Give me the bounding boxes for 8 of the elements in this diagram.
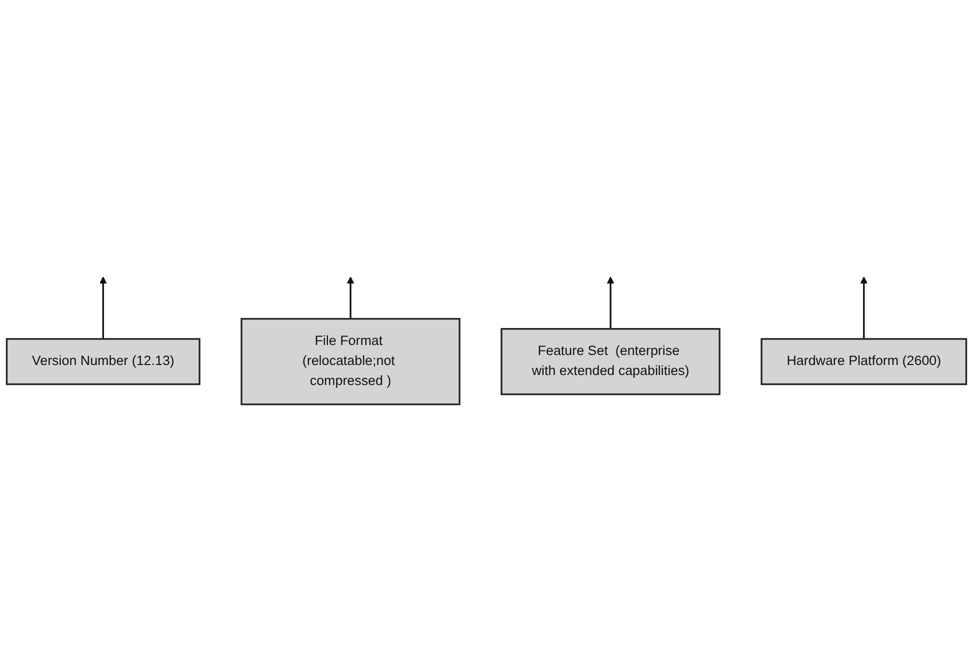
arrow	[99, 276, 107, 339]
node-box: Hardware Platform (2600)	[760, 338, 968, 386]
arrow	[346, 276, 354, 319]
node-box: Version Number (12.13)	[6, 338, 200, 386]
arrow	[606, 276, 614, 329]
node-box: File Format (relocatable;not compressed )	[240, 318, 460, 406]
node-box: Feature Set (enterprise with extended capabilities)	[500, 328, 720, 396]
arrow	[860, 276, 868, 339]
